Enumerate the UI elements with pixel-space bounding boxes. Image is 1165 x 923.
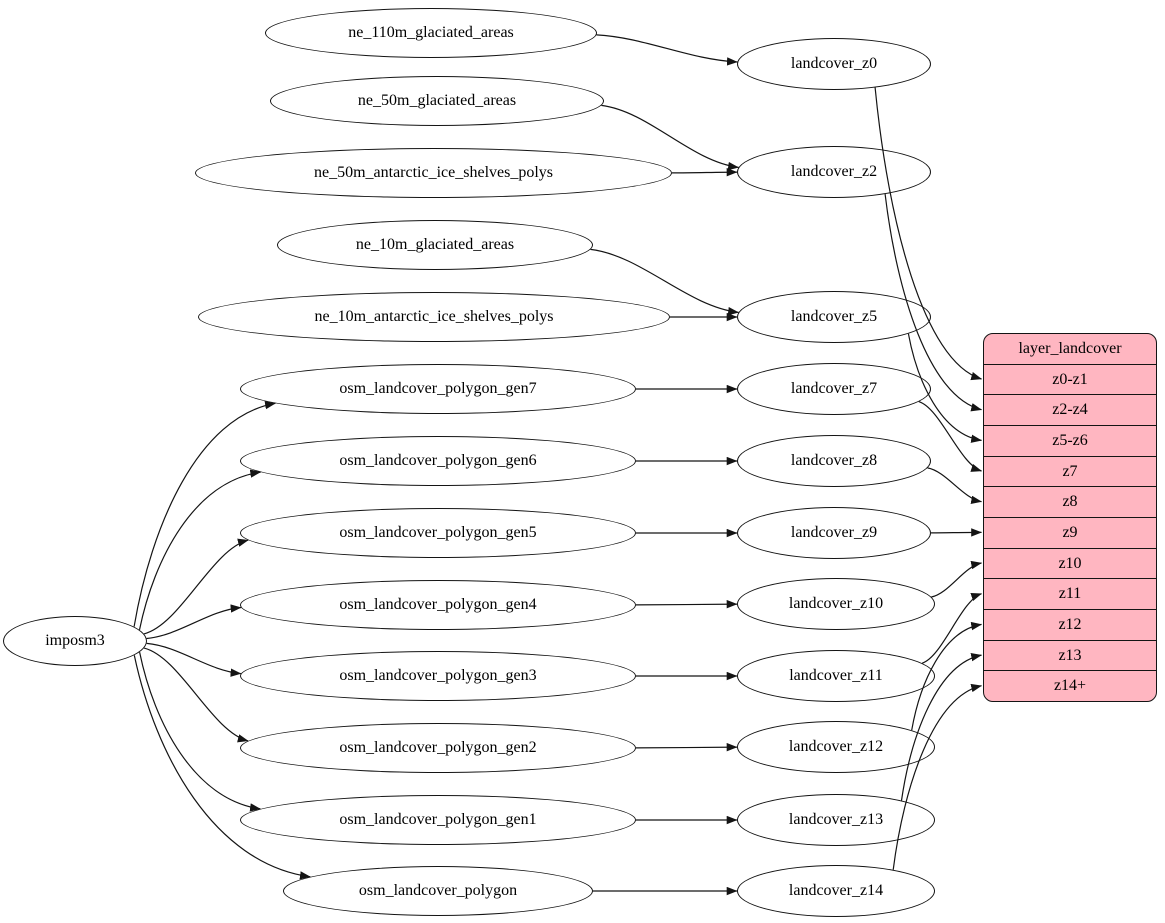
node-osm-landcover-polygon-gen6: osm_landcover_polygon_gen6 — [240, 436, 636, 486]
record-row-z11: z11 — [984, 578, 1156, 609]
node-label: osm_landcover_polygon_gen1 — [339, 811, 537, 828]
node-osm-landcover-polygon-gen1: osm_landcover_polygon_gen1 — [240, 795, 636, 845]
node-label: ne_10m_antarctic_ice_shelves_polys — [314, 308, 554, 325]
edge-osm_landcover_polygon_gen2-to-landcover_z12 — [635, 742, 738, 752]
edge-ne_50m_antarctic_ice_shelves_polys-to-landcover_z2 — [671, 167, 738, 177]
node-landcover-z2: landcover_z2 — [737, 146, 931, 198]
record-row-z7: z7 — [984, 455, 1156, 487]
node-label: ne_110m_glaciated_areas — [348, 24, 514, 41]
node-ne-10m-glaciated-areas: ne_10m_glaciated_areas — [277, 220, 593, 270]
node-label: osm_landcover_polygon_gen3 — [339, 667, 537, 684]
node-landcover-z12: landcover_z12 — [737, 721, 935, 773]
edge-landcover_z10-to-layer_landcover-z10 — [931, 560, 982, 598]
node-label: imposm3 — [45, 632, 105, 649]
record-title: layer_landcover — [1018, 339, 1122, 357]
node-ne-50m-antarctic-ice-shelves-polys: ne_50m_antarctic_ice_shelves_polys — [195, 148, 672, 198]
node-label: landcover_z2 — [790, 163, 878, 180]
node-label: landcover_z10 — [788, 595, 884, 612]
record-layer-landcover: layer_landcover z0-z1 z2-z4 z5-z6 z7 z8 … — [983, 333, 1157, 702]
node-osm-landcover-polygon-gen4: osm_landcover_polygon_gen4 — [240, 580, 636, 630]
node-label: osm_landcover_polygon — [358, 882, 518, 899]
node-landcover-z13: landcover_z13 — [737, 794, 935, 846]
record-row-z10: z10 — [984, 547, 1156, 579]
node-label: landcover_z9 — [790, 524, 878, 541]
node-imposm3: imposm3 — [3, 616, 147, 666]
node-label: osm_landcover_polygon_gen7 — [339, 380, 537, 397]
node-ne-10m-antarctic-ice-shelves-polys: ne_10m_antarctic_ice_shelves_polys — [198, 292, 670, 342]
edge-imposm3-to-osm_landcover_polygon_gen7 — [133, 400, 276, 627]
node-label: osm_landcover_polygon_gen2 — [339, 739, 537, 756]
node-label: landcover_z12 — [788, 738, 884, 755]
node-label: landcover_z5 — [790, 308, 878, 325]
node-label: osm_landcover_polygon_gen6 — [339, 452, 537, 469]
record-row-z5-z6: z5-z6 — [984, 425, 1156, 456]
node-label: landcover_z0 — [790, 55, 878, 72]
node-landcover-z7: landcover_z7 — [737, 363, 931, 415]
node-label: ne_10m_glaciated_areas — [355, 236, 515, 253]
edge-landcover_z14-to-layer_landcover-z14+ — [892, 683, 982, 870]
node-label: landcover_z11 — [789, 667, 883, 684]
node-landcover-z11: landcover_z11 — [737, 650, 935, 702]
node-osm-landcover-polygon-gen5: osm_landcover_polygon_gen5 — [240, 508, 636, 558]
node-ne-110m-glaciated-areas: ne_110m_glaciated_areas — [265, 8, 597, 58]
node-osm-landcover-polygon-gen7: osm_landcover_polygon_gen7 — [240, 364, 636, 414]
node-landcover-z8: landcover_z8 — [737, 435, 931, 487]
node-osm-landcover-polygon-gen3: osm_landcover_polygon_gen3 — [240, 651, 636, 701]
node-landcover-z9: landcover_z9 — [737, 507, 931, 559]
record-row-z2-z4: z2-z4 — [984, 394, 1156, 425]
edge-imposm3-to-osm_landcover_polygon_gen3 — [146, 642, 242, 677]
record-row-z13: z13 — [984, 639, 1156, 671]
node-landcover-z14: landcover_z14 — [737, 865, 935, 917]
node-ne-50m-glaciated-areas: ne_50m_glaciated_areas — [270, 76, 604, 126]
node-osm-landcover-polygon: osm_landcover_polygon — [283, 866, 593, 916]
edge-osm_landcover_polygon_gen4-to-landcover_z10 — [635, 599, 738, 609]
edge-imposm3-to-osm_landcover_polygon_gen5 — [143, 538, 249, 635]
node-landcover-z0: landcover_z0 — [737, 38, 931, 90]
node-label: osm_landcover_polygon_gen5 — [339, 524, 537, 541]
node-label: landcover_z13 — [788, 811, 884, 828]
node-label: landcover_z14 — [788, 882, 884, 899]
node-label: osm_landcover_polygon_gen4 — [339, 596, 537, 613]
node-label: landcover_z7 — [790, 380, 878, 397]
edge-landcover_z9-to-layer_landcover-z9 — [930, 528, 982, 537]
record-row-z8: z8 — [984, 486, 1156, 517]
edge-ne_110m_glaciated_areas-to-landcover_z0 — [596, 34, 738, 66]
node-label: ne_50m_antarctic_ice_shelves_polys — [313, 164, 554, 181]
node-landcover-z5: landcover_z5 — [737, 291, 931, 343]
edge-landcover_z8-to-layer_landcover-z8 — [927, 467, 982, 504]
node-label: ne_50m_glaciated_areas — [357, 92, 517, 109]
node-label: landcover_z8 — [790, 452, 878, 469]
node-landcover-z10: landcover_z10 — [737, 578, 935, 630]
record-row-z9: z9 — [984, 517, 1156, 548]
record-row-z14plus: z14+ — [984, 670, 1156, 701]
record-row-z12: z12 — [984, 609, 1156, 640]
edge-imposm3-to-osm_landcover_polygon_gen4 — [146, 604, 242, 640]
edge-imposm3-to-osm_landcover_polygon_gen2 — [143, 647, 249, 743]
node-osm-landcover-polygon-gen2: osm_landcover_polygon_gen2 — [240, 723, 636, 773]
record-row-z0-z1: z0-z1 — [984, 363, 1156, 395]
